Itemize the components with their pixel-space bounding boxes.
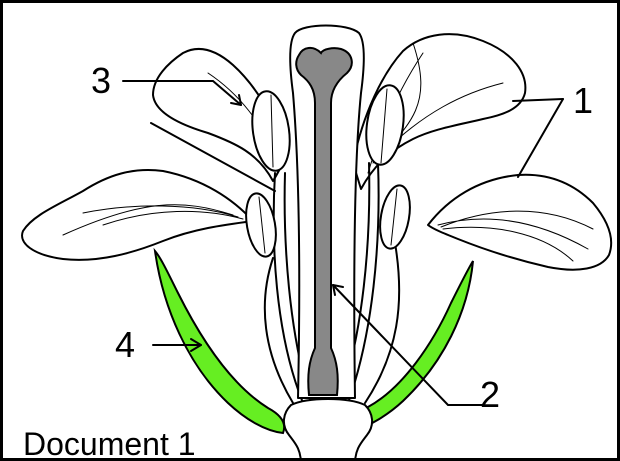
receptacle	[284, 399, 372, 461]
anther-right-upper	[362, 83, 409, 167]
label-1-line-lower	[518, 99, 563, 177]
petal-left-lower	[22, 170, 253, 260]
document-caption: Document 1	[23, 426, 196, 461]
anther-right-lower	[376, 183, 415, 251]
label-4: 4	[115, 324, 135, 365]
label-2: 2	[480, 374, 500, 415]
label-3: 3	[91, 60, 111, 101]
label-1: 1	[573, 80, 593, 121]
sepal-left	[155, 251, 284, 433]
flower-diagram: 3 1 4 2 Document 1	[3, 3, 620, 461]
